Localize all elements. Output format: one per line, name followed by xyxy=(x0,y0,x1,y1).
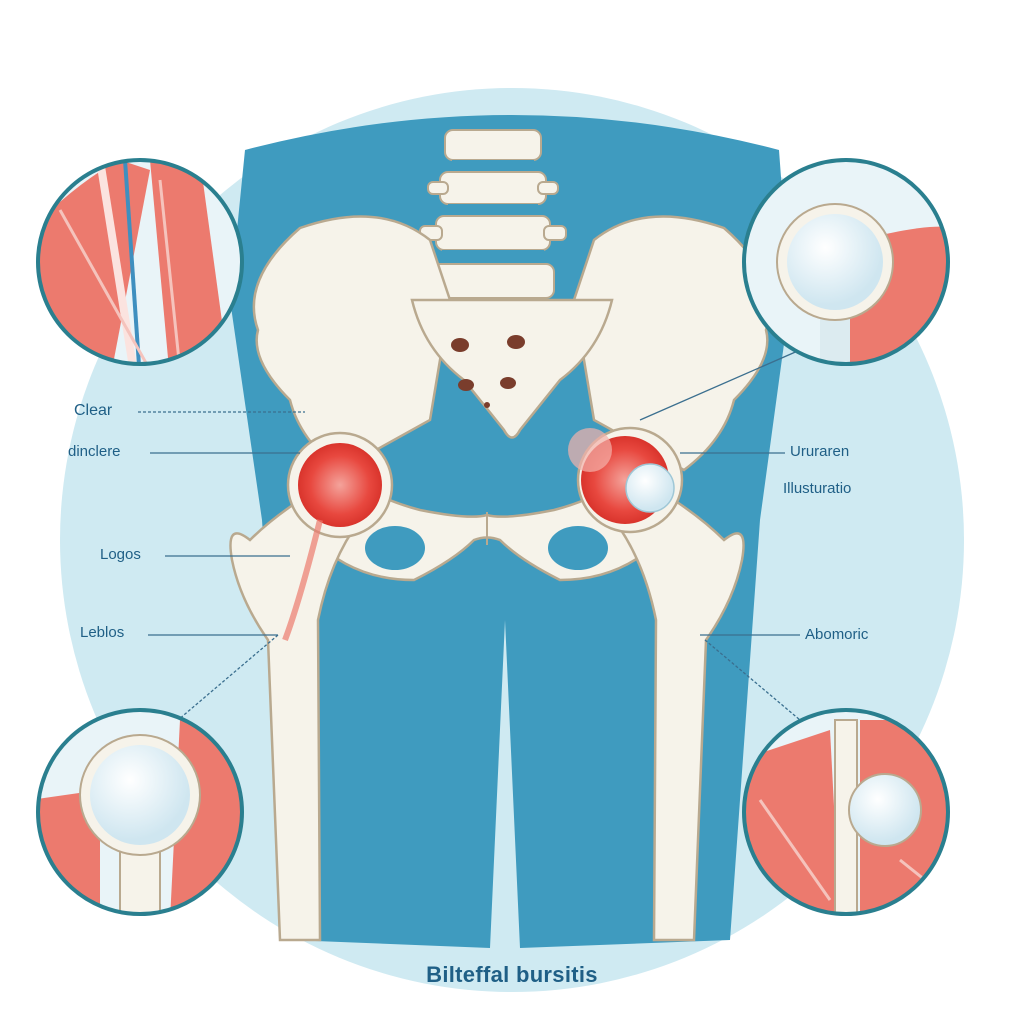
diagram-caption: Bilteffal bursitis xyxy=(426,962,598,987)
label-right-1: Ururaren xyxy=(790,443,850,460)
label-right-2: Illusturatio xyxy=(783,480,852,497)
muscle-inset-icon xyxy=(36,158,244,366)
label-left-2: dinclere xyxy=(68,443,121,460)
label-right-3: Abomoric xyxy=(805,626,869,643)
bursa-icon xyxy=(282,426,684,642)
bursa-inset-bottom-left xyxy=(36,708,244,916)
label-left-4: Leblos xyxy=(80,624,125,641)
leader-lines xyxy=(138,349,801,721)
pelvis-illustration xyxy=(252,215,772,582)
label-left-3: Logos xyxy=(100,546,141,563)
label-left-1: Clear xyxy=(74,402,113,419)
femur-icon xyxy=(229,498,745,942)
